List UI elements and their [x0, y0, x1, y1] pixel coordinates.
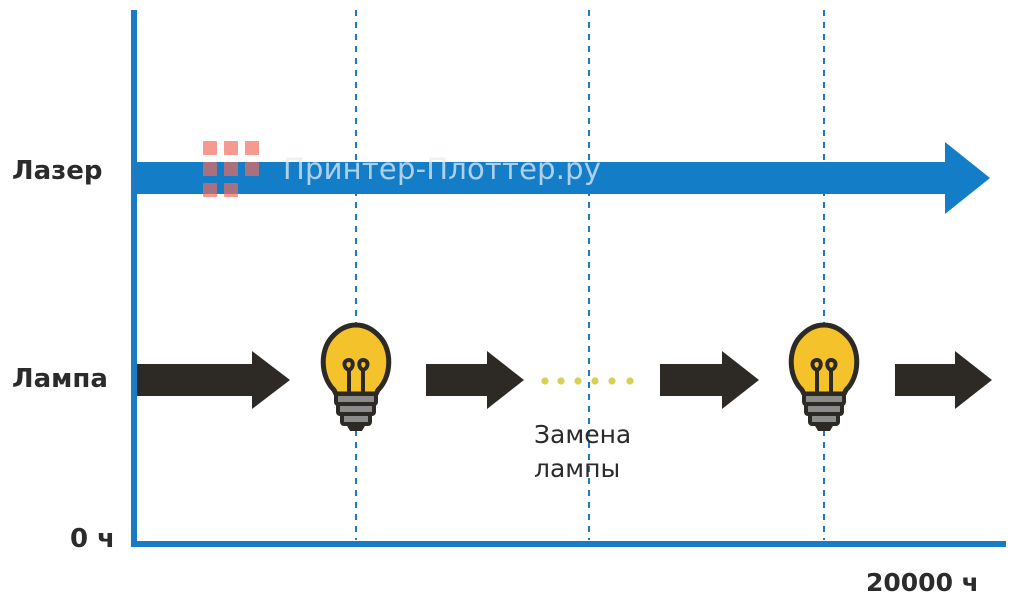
- lamp-replacement-line-1: Замена: [534, 420, 632, 449]
- lamp-replacement-note: Замена лампы: [534, 418, 674, 486]
- light-bulb-icon: [788, 322, 860, 431]
- watermark-text: Принтер-Плоттер.ру: [283, 152, 602, 186]
- replacement-dots: [541, 377, 634, 385]
- row-label-laser: Лазер: [12, 156, 103, 186]
- lamp-arrow-icon-2: [426, 351, 524, 409]
- lamp-arrow-icon-4: [895, 351, 992, 409]
- laser-arrow-icon: [137, 142, 990, 214]
- axis-start-label: 0 ч: [70, 524, 115, 554]
- axis-end-label: 20000 ч: [866, 568, 979, 597]
- lamp-arrow-icon-3: [660, 351, 759, 409]
- lamp-replacement-line-2: лампы: [534, 454, 621, 483]
- grid-logo-icon: [203, 141, 259, 197]
- light-bulb-icon: [320, 322, 392, 431]
- lamp-arrow-icon-1: [137, 351, 290, 409]
- row-label-lamp: Лампа: [12, 364, 108, 394]
